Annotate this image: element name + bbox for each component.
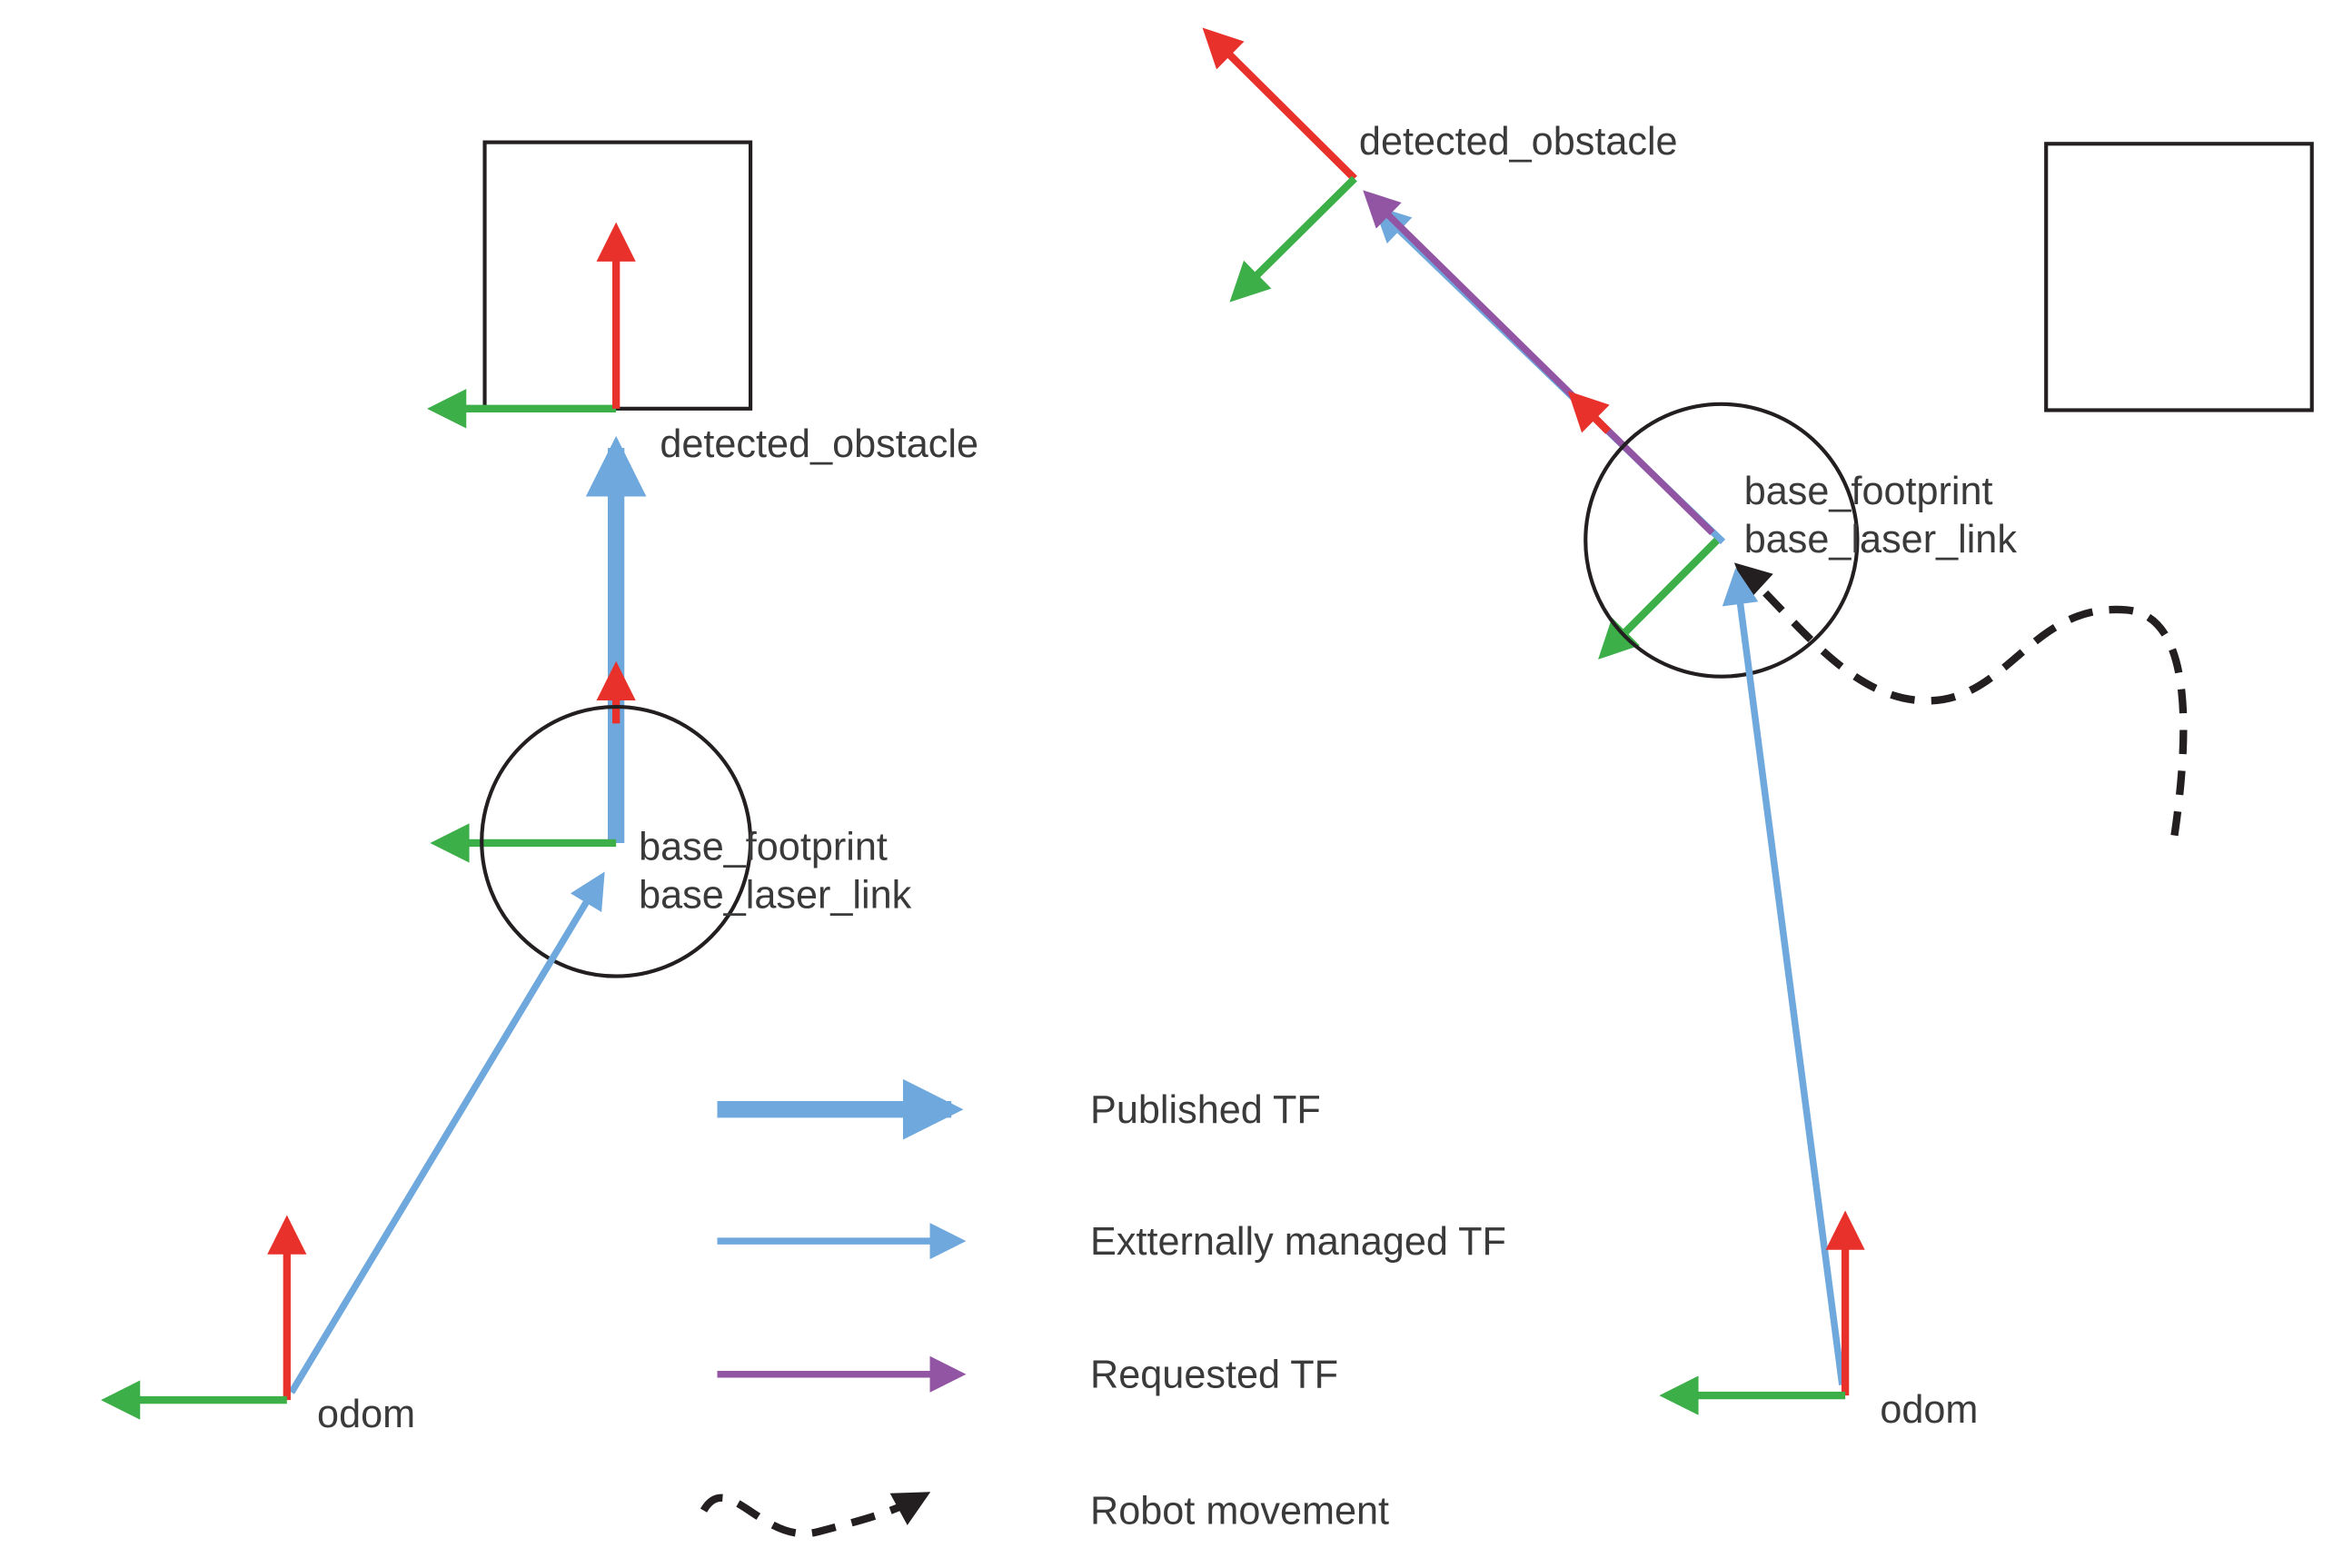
- right-base-footprint-label: base_footprint: [1744, 470, 1993, 513]
- left-base-laser-link-label: base_laser_link: [639, 874, 912, 918]
- right-obstacle-x-axis-arrow: [1202, 27, 1357, 182]
- right-base-x-axis-arrowhead: [1567, 391, 1612, 434]
- legend-requested-tf-label: Requested TF: [1090, 1354, 1338, 1397]
- left-odom-label: odom: [317, 1393, 415, 1436]
- legend-robot-movement-path: [700, 1492, 931, 1538]
- legend-external-tf-label: Extternally managed TF: [1090, 1220, 1506, 1264]
- left-obstacle-label: detected_obstacle: [660, 422, 978, 466]
- left-scene: detected_obstacle base_footprint base_la…: [101, 140, 978, 1436]
- legend-published-tf-label: Published TF: [1090, 1088, 1321, 1132]
- right-robot-movement-path: [1733, 562, 2188, 837]
- right-base-laser-link-label: base_laser_link: [1744, 518, 2018, 561]
- right-obstacle-y-axis-arrow: [1229, 175, 1357, 303]
- right-obstacle-square: [2044, 142, 2314, 412]
- left-external-tf-arrow: [288, 871, 605, 1394]
- left-robot-circle: [480, 704, 753, 978]
- right-base-y-axis-arrow: [1598, 537, 1720, 660]
- right-requested-tf-arrow: [1363, 190, 1715, 536]
- legend-robot-movement-label: Robot movement: [1090, 1490, 1389, 1533]
- right-scene: detected_obstacle base_footprint base_la…: [1202, 27, 2314, 1432]
- right-obstacle-label: detected_obstacle: [1359, 120, 1678, 164]
- right-odom-label: odom: [1880, 1388, 1978, 1432]
- right-robot-circle: [1583, 402, 1860, 679]
- left-base-footprint-label: base_footprint: [639, 825, 888, 868]
- right-external-tf-arrow: [1722, 568, 1846, 1385]
- legend: Published TF Extternally managed TF Requ…: [700, 1078, 1506, 1538]
